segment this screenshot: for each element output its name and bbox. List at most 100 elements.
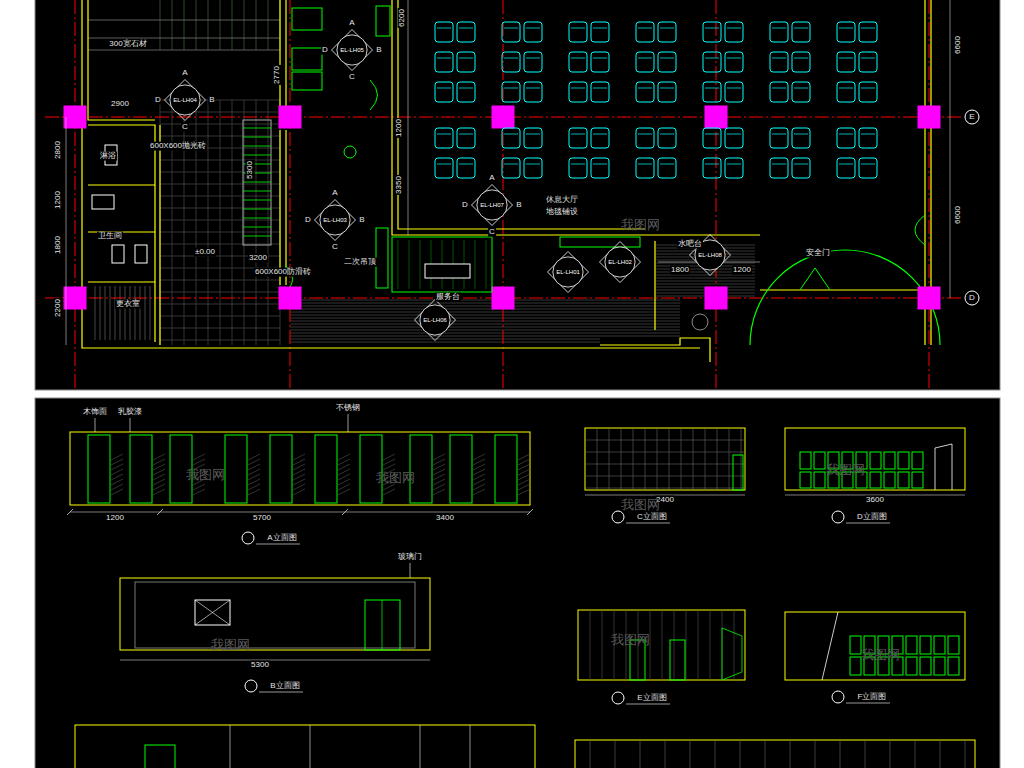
index-code: EL-LH07	[480, 202, 504, 208]
chair-detail	[459, 58, 473, 59]
panel-joint	[815, 740, 816, 768]
stone-band-line	[88, 20, 280, 21]
chair-symbol	[792, 52, 810, 72]
chair-detail	[772, 134, 786, 135]
chair-detail	[504, 58, 518, 59]
chair-symbol	[457, 22, 475, 42]
chair-detail	[772, 28, 786, 29]
chair-detail	[772, 88, 786, 89]
panel-hatch	[433, 489, 445, 495]
tile-line	[633, 428, 634, 490]
panel-hatch	[383, 464, 395, 470]
panel-joint	[310, 725, 311, 768]
dimension-line	[70, 512, 530, 513]
chair-symbol	[770, 52, 788, 72]
panel-joint	[230, 725, 231, 768]
panel-joint	[470, 725, 471, 768]
chair-detail	[459, 164, 473, 165]
tile-line	[160, 196, 280, 197]
bench-hatch	[115, 286, 116, 340]
wood-line	[600, 303, 680, 304]
column-cladding	[376, 228, 388, 288]
annotation-label: C立面图	[636, 513, 668, 522]
chair-symbol	[591, 82, 609, 102]
door-swing	[370, 80, 378, 110]
panel-hatch	[248, 489, 260, 495]
bench-hatch	[105, 286, 106, 340]
annotation-label: 2900	[110, 100, 130, 109]
chair-symbol	[591, 128, 609, 148]
dimension-line	[408, 0, 409, 235]
panel-hatch	[248, 469, 260, 475]
chair-detail	[660, 58, 674, 59]
vent-panel	[195, 600, 230, 625]
panel-hatch	[153, 464, 165, 470]
elevation-outline	[578, 610, 745, 680]
annotation-label: 3600	[865, 496, 885, 505]
wall-panel	[450, 435, 472, 503]
door-leaf	[722, 628, 742, 680]
cabinet	[376, 6, 390, 36]
bench-hatch	[130, 286, 131, 340]
panel-hatch	[473, 484, 485, 490]
chair-detail	[571, 28, 585, 29]
panel-hatch	[518, 474, 530, 480]
index-symbol: EL-LH04	[164, 79, 206, 121]
chair-symbol	[524, 82, 542, 102]
chair-symbol	[569, 82, 587, 102]
index-diamond	[472, 185, 513, 226]
leader-line	[410, 563, 411, 578]
tile-line	[710, 610, 711, 680]
chair-symbol	[591, 158, 609, 178]
panel-hatch	[111, 464, 123, 470]
title-underline	[626, 523, 670, 524]
annotation-label: D	[321, 46, 329, 55]
stone-band-line	[184, 0, 185, 50]
stone-band-line	[268, 0, 269, 50]
chair-symbol	[457, 128, 475, 148]
panel-hatch	[111, 474, 123, 480]
tile-line	[208, 100, 209, 345]
tile-line	[686, 610, 687, 680]
bench-hatch	[135, 286, 136, 340]
wood-line	[290, 339, 600, 340]
annotation-label: A	[348, 19, 355, 28]
leader-line	[95, 418, 96, 432]
floor-plan	[45, 0, 979, 388]
panel-hatch	[111, 454, 123, 460]
panel-joint	[765, 740, 766, 768]
index-diamond	[548, 252, 589, 293]
wall-panel	[495, 435, 517, 503]
chair-symbol	[792, 128, 810, 148]
tile-line	[160, 160, 280, 161]
chair-symbol	[837, 82, 855, 102]
index-symbol: EL-LH01	[547, 251, 589, 293]
annotation-label: 5300	[250, 661, 270, 670]
chair-symbol	[725, 158, 743, 178]
chair-symbol	[435, 82, 453, 102]
door-leaf	[733, 455, 743, 490]
wood-line	[656, 284, 755, 285]
panel-hatch	[153, 479, 165, 485]
tile-line	[705, 428, 706, 490]
door-leaf	[935, 444, 952, 490]
elevation-index-circle	[245, 680, 257, 692]
annotation-label: 3400	[435, 514, 455, 523]
tile-line	[729, 428, 730, 490]
chair-symbol	[703, 128, 721, 148]
structural-column	[492, 106, 514, 128]
wall-line	[88, 125, 155, 342]
panel-hatch	[473, 454, 485, 460]
desk-hatch	[398, 240, 399, 289]
annotation-label: D	[968, 294, 976, 303]
wall-line	[279, 130, 280, 285]
wall-line	[600, 338, 710, 362]
tile-line	[693, 428, 694, 490]
panel-hatch	[433, 454, 445, 460]
tile-line	[674, 610, 675, 680]
panel-hatch	[338, 464, 350, 470]
chair-symbol	[636, 82, 654, 102]
chair-symbol	[770, 158, 788, 178]
panel-joint	[965, 740, 966, 768]
tile-line	[160, 136, 280, 137]
